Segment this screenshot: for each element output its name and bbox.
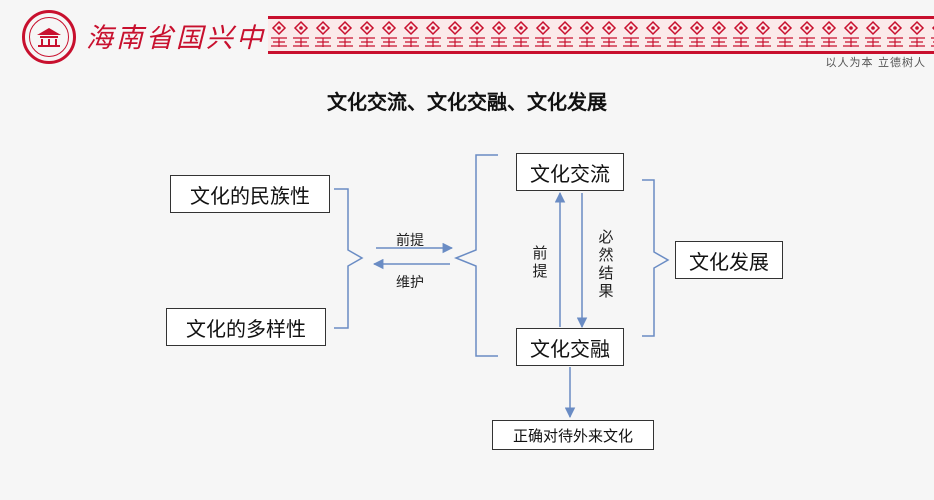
label-premise-up: 前提 — [532, 244, 548, 280]
school-motto: 以人为本 立德树人 — [825, 56, 926, 69]
decorative-pattern-band — [268, 16, 934, 54]
school-seal-icon — [29, 17, 69, 57]
center-brace — [453, 154, 498, 357]
box-diversity: 文化的多样性 — [166, 308, 326, 346]
school-name: 海南省国兴中学 — [86, 23, 296, 54]
box-correct-attitude: 正确对待外来文化 — [492, 420, 654, 450]
box-cultural-development: 文化发展 — [675, 241, 783, 279]
label-maintain-left: 维护 — [396, 275, 424, 291]
box-national-character: 文化的民族性 — [170, 175, 330, 213]
left-brace — [334, 188, 364, 329]
right-brace — [642, 179, 670, 337]
school-logo — [22, 10, 76, 64]
box-cultural-exchange: 文化交流 — [516, 153, 624, 191]
slide-title: 文化交流、文化交融、文化发展 — [327, 90, 607, 114]
box-cultural-fusion: 文化交融 — [516, 328, 624, 366]
label-premise-right: 前提 — [396, 233, 424, 249]
label-inevitable-result: 必然结果 — [598, 228, 614, 300]
